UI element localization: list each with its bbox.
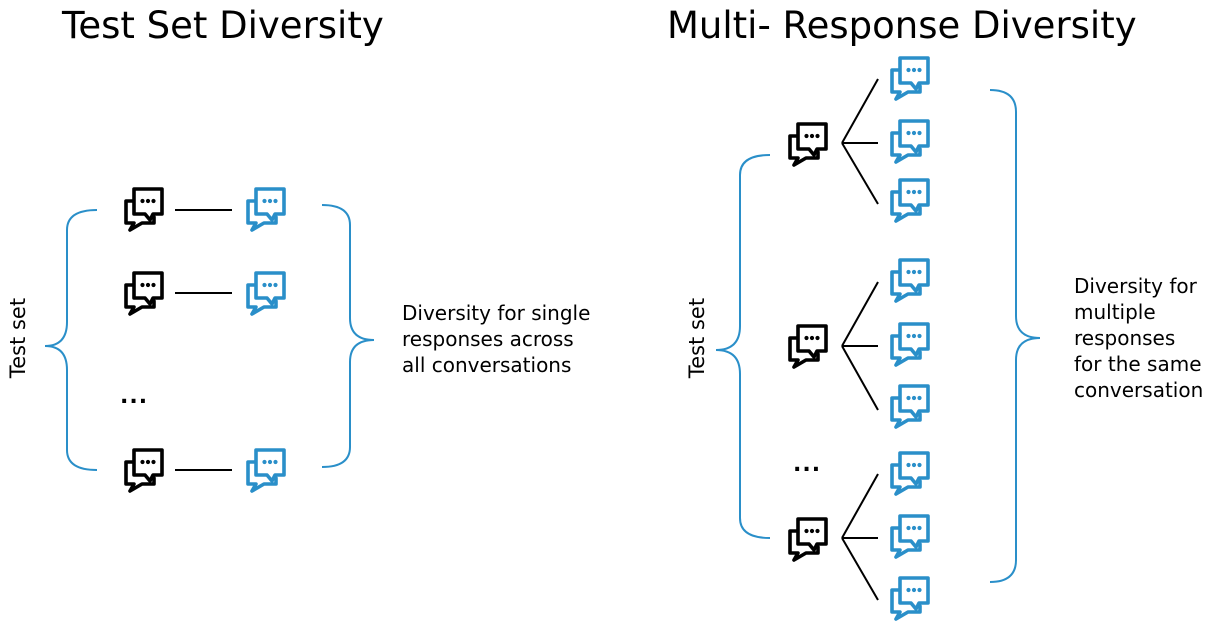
left-ellipsis: ... — [120, 384, 149, 409]
right-caption-line: Diversity for — [1074, 274, 1197, 298]
response-icon — [246, 271, 286, 316]
conversation-icon — [124, 187, 164, 232]
right-caption-line: for the same — [1074, 352, 1202, 376]
response-icon — [890, 178, 930, 223]
response-icon — [890, 514, 930, 559]
left-caption-line: all conversations — [402, 353, 572, 377]
branch-line — [841, 537, 879, 601]
left-connectors — [175, 209, 232, 471]
right-ellipsis: ... — [793, 452, 822, 477]
left-test-set-brace — [44, 209, 98, 471]
right-test-set-brace — [715, 154, 771, 539]
conversation-icon — [788, 122, 828, 167]
branch-line — [841, 281, 879, 347]
right-branch-lines — [841, 78, 879, 601]
right-caption-line: responses — [1074, 326, 1176, 350]
branch-line — [841, 78, 879, 144]
branch-line — [841, 473, 879, 539]
right-panel-caption: Diversity for multiple responses for the… — [1074, 273, 1220, 403]
response-icon — [890, 384, 930, 429]
right-panel-title: Multi- Response Diversity — [667, 4, 1137, 47]
conversation-icon — [788, 517, 828, 562]
right-diversity-brace — [989, 89, 1041, 583]
left-panel-caption: Diversity for single responses across al… — [402, 300, 632, 378]
branch-line — [841, 142, 879, 205]
right-caption-line: multiple — [1074, 300, 1156, 324]
response-icon — [890, 451, 930, 496]
left-caption-line: responses across — [402, 327, 574, 351]
response-icon — [890, 119, 930, 164]
response-icon — [890, 258, 930, 303]
response-icon — [246, 448, 286, 493]
response-icon — [890, 322, 930, 367]
right-caption-line: conversation — [1074, 378, 1204, 402]
response-icon — [890, 56, 930, 101]
conversation-icon — [124, 271, 164, 316]
left-icons — [124, 187, 286, 493]
conversation-icon — [124, 448, 164, 493]
left-panel-title: Test Set Diversity — [62, 4, 384, 47]
conversation-icon — [788, 324, 828, 369]
response-icon — [246, 187, 286, 232]
left-caption-line: Diversity for single — [402, 301, 591, 325]
response-icon — [890, 576, 930, 621]
branch-line — [841, 345, 879, 411]
left-diversity-brace — [321, 204, 375, 468]
